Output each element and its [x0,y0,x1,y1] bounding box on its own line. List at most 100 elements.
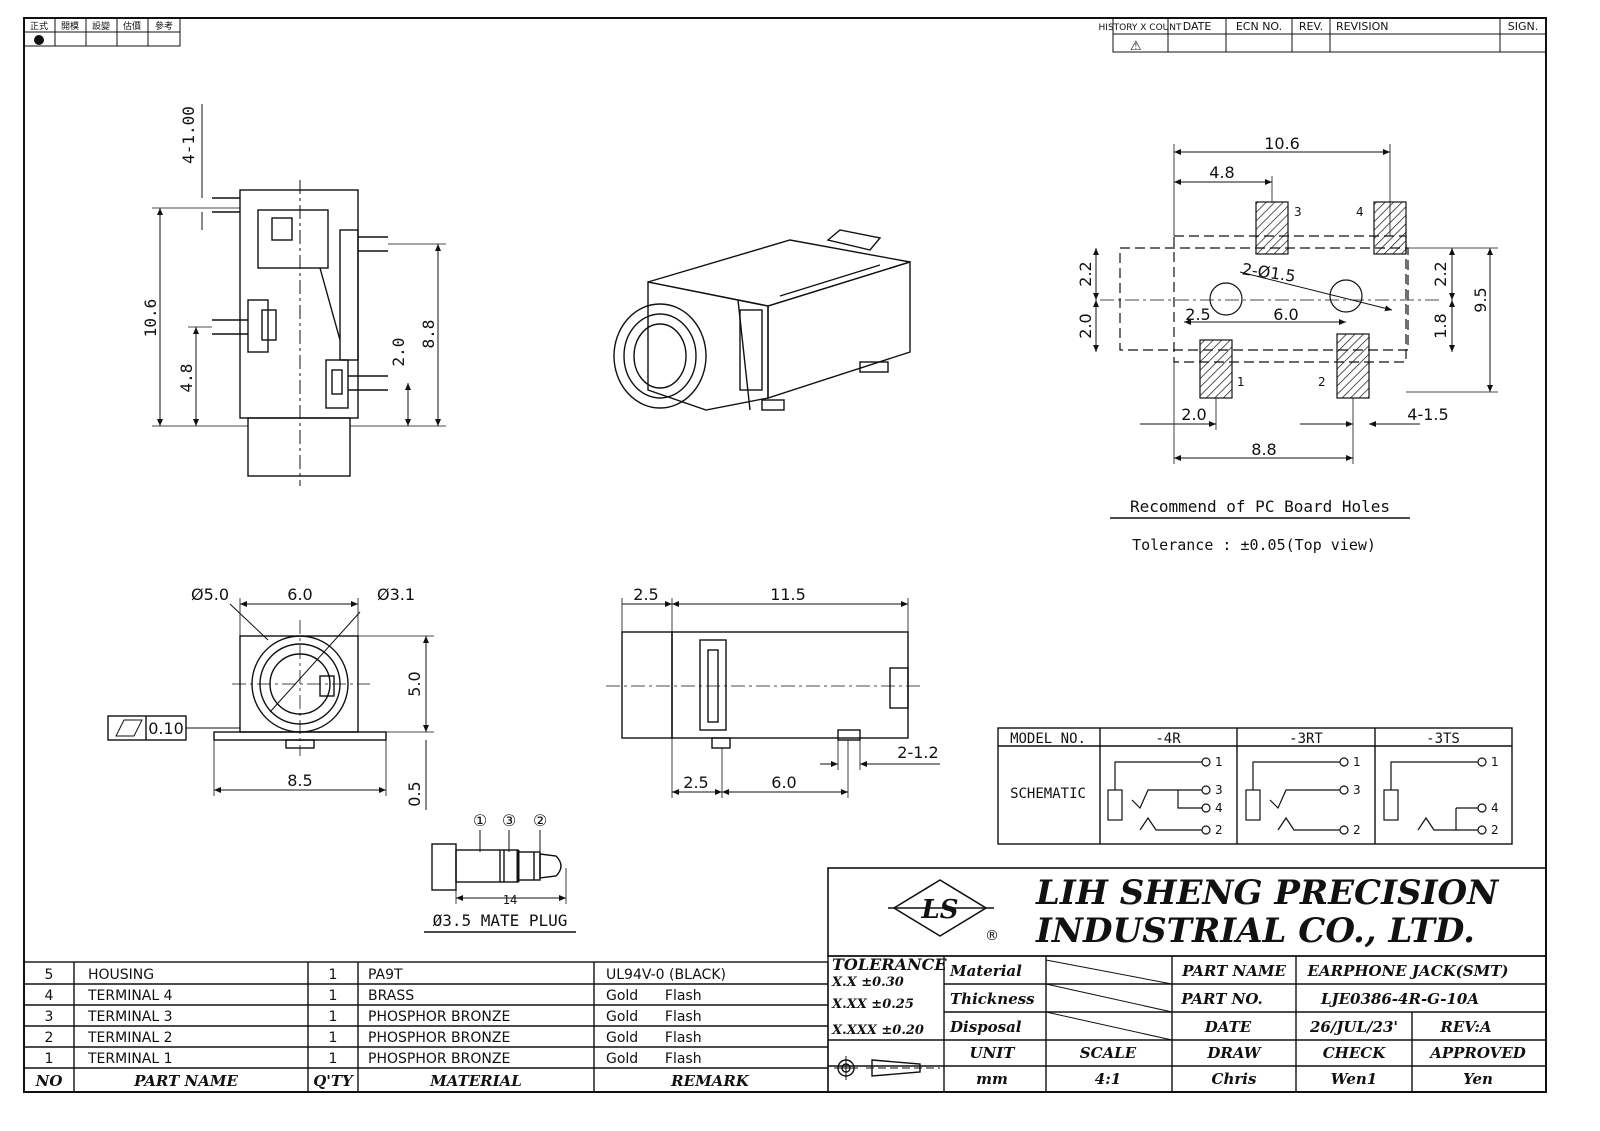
draw-label: DRAW [1206,1044,1262,1062]
dim-bottom-2-1-2: 2-1.2 [897,743,938,762]
bom-cell-name: HOUSING [88,967,154,983]
bom-cell-material: PHOSPHOR BRONZE [368,1051,510,1067]
date-value: 26/JUL/23' [1309,1018,1398,1036]
dim-bottom-6-0: 6.0 [771,773,796,792]
bom-cell-no: 3 [45,1009,54,1025]
schematic-3ts-pin-2: 2 [1491,823,1499,837]
pin-label-4: 4 [1356,205,1364,219]
pcb-note-tolerance: Tolerance : ±0.05(Top view) [1132,536,1376,554]
pin-label-2: 2 [1318,375,1326,389]
dim-front-6-0: 6.0 [287,585,312,604]
check-label: CHECK [1323,1044,1386,1062]
dim-pcb-8-8: 8.8 [1251,440,1276,459]
mate-plug [431,830,567,904]
schematic-3rt [1245,757,1349,835]
dim-side-8-8: 8.8 [419,320,438,349]
dim-side-4-8: 4.8 [177,364,196,393]
dim-bottom-2-5-bottom: 2.5 [683,773,708,792]
schematic-4r-pin-3: 3 [1215,783,1223,797]
side-view [152,104,446,486]
isometric-view [613,229,911,411]
front-view [107,598,434,810]
thickness-label: Thickness [950,990,1035,1008]
schematic-3rt-pin-2: 2 [1353,823,1361,837]
bom-header-material: MATERIAL [429,1072,522,1090]
bom-cell-remark: Gold Flash [606,1030,702,1046]
unit-label: UNIT [970,1044,1017,1062]
part-no-label: PART NO. [1180,990,1263,1008]
scale-value: 4:1 [1095,1070,1121,1088]
part-name-value: EARPHONE JACK(SMT) [1307,962,1509,980]
schematic-4r-pin-1: 1 [1215,755,1223,769]
rev-date-header: DATE [1183,20,1212,33]
bom-cell-name: TERMINAL 3 [87,1009,173,1025]
bom-cell-no: 1 [45,1051,54,1067]
schematic-4r-pin-2: 2 [1215,823,1223,837]
dim-pcb-2-2-left: 2.2 [1076,261,1095,286]
bom-cell-name: TERMINAL 1 [87,1051,173,1067]
dim-front-height: 5.0 [405,671,424,696]
bom-cell-material: PHOSPHOR BRONZE [368,1009,510,1025]
schematic-3rt-pin-1: 1 [1353,755,1361,769]
rev-revision-header: REVISION [1336,20,1388,33]
scale-label: SCALE [1080,1044,1137,1062]
dim-pcb-4-8: 4.8 [1209,163,1234,182]
dim-pcb-4-1-5: 4-1.5 [1407,405,1448,424]
corner-stamp: 正式 開模 設變 估價 參考 [23,17,181,47]
dim-front-5-0: Ø5.0 [191,585,229,604]
rev-sign-header: SIGN. [1508,20,1538,33]
bom-cell-name: TERMINAL 4 [87,988,173,1004]
part-name-label: PART NAME [1181,962,1286,980]
dim-side-10-6: 10.6 [141,299,160,338]
revision-block: HISTORY X COUNT DATE ECN NO. REV. REVISI… [1099,17,1547,54]
dim-pcb-9-5: 9.5 [1471,287,1490,312]
flatness-value: 0.10 [148,719,184,738]
warning-triangle-icon: ⚠ [1130,39,1142,54]
dim-pcb-2-0-left: 2.0 [1076,313,1095,338]
bom-header-no: NO [35,1072,63,1090]
bom-cell-remark: Gold Flash [606,1009,702,1025]
pcb-note-title: Recommend of PC Board Holes [1130,497,1390,516]
rev-value: REV:A [1439,1018,1491,1036]
company-logo: LS [920,895,958,925]
rev-ecn-header: ECN NO. [1236,20,1282,33]
bom-cell-qty: 1 [329,1030,338,1046]
dim-pcb-6-0: 6.0 [1273,305,1298,324]
approved-label: APPROVED [1428,1044,1526,1062]
bom-cell-remark: Gold Flash [606,988,702,1004]
dim-front-0-5: 0.5 [405,781,424,806]
bom-cell-no: 5 [45,967,54,983]
schematic-model-3ts: -3TS [1426,731,1460,747]
registered-mark: ® [985,928,999,944]
stamp-label-1: 正式 [30,20,48,32]
material-label: Material [949,962,1022,980]
schematic-model-header: MODEL NO. [1010,731,1086,747]
check-value: Wen1 [1331,1070,1378,1088]
dim-pcb-holes: 2-Ø1.5 [1241,259,1297,285]
company-name-line2: INDUSTRIAL CO., LTD. [1035,911,1475,951]
dim-front-8-5: 8.5 [287,771,312,790]
tolerance-xxxx: X.XXX ±0.20 [831,1023,924,1038]
plug-marker-2: ② [533,811,547,830]
schematic-4r [1107,757,1211,835]
part-no-value: LJE0386-4R-G-10A [1320,990,1479,1008]
bom-cell-name: TERMINAL 2 [87,1030,173,1046]
rev-rev-header: REV. [1299,20,1323,33]
bom-cell-qty: 1 [329,1009,338,1025]
schematic-3ts-pin-4: 4 [1491,801,1499,815]
pcb-layout [1093,144,1498,464]
bom-cell-no: 2 [45,1030,54,1046]
stamp-label-2: 開模 [61,21,79,32]
bom-cell-no: 4 [45,988,54,1004]
schematic-4r-pin-4: 4 [1215,801,1223,815]
tolerance-xx: X.X ±0.30 [831,975,904,990]
stamp-selected-dot [34,35,44,45]
rev-history-header: HISTORY X COUNT [1099,23,1182,33]
schematic-row-label: SCHEMATIC [1010,786,1086,802]
bom-cell-qty: 1 [329,988,338,1004]
company-name-line1: LIH SHENG PRECISION [1035,873,1500,913]
schematic-model-4r: -4R [1155,731,1181,747]
bom-cell-material: BRASS [368,988,414,1004]
bom-cell-qty: 1 [329,967,338,983]
